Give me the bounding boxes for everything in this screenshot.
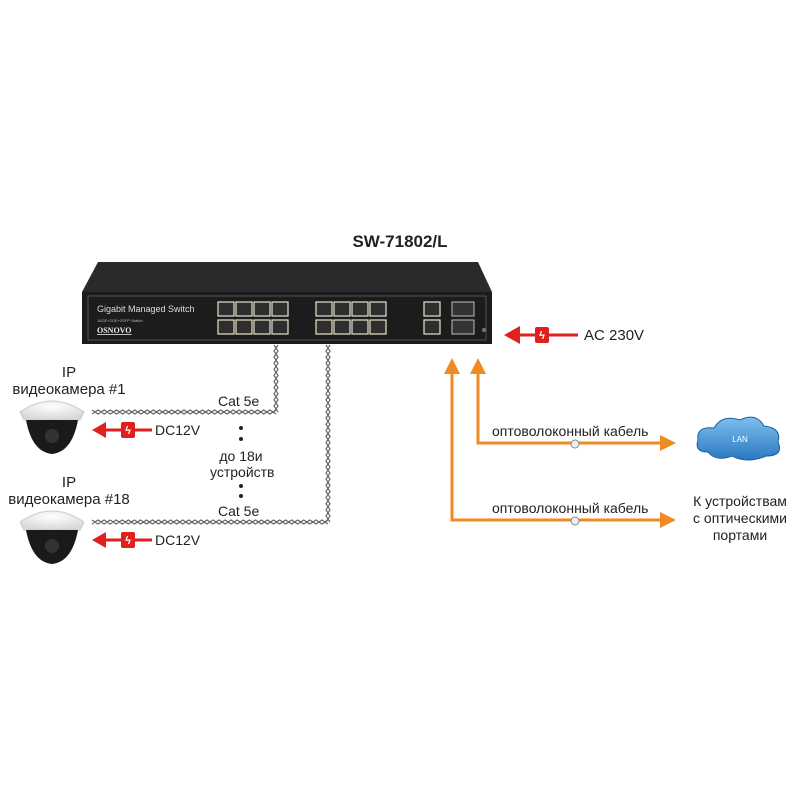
fiber-links <box>450 372 662 522</box>
rj45-port <box>253 301 271 317</box>
rj45-port <box>369 319 387 335</box>
ac-power-arrow: ϟ <box>504 326 578 344</box>
cable-label-18: Cat 5e <box>218 503 260 519</box>
rj45-port <box>315 319 333 335</box>
device-count-line1: до 18и <box>219 448 263 464</box>
power-label-18: DC12V <box>155 532 201 548</box>
rj45-port <box>235 319 253 335</box>
network-switch <box>82 262 492 344</box>
rj45-port <box>271 319 289 335</box>
rj45-port <box>423 319 441 335</box>
device-title: SW-71802/L <box>352 232 448 251</box>
device-count-note: до 18и устройств <box>210 448 275 480</box>
optical-devices-line3: портами <box>712 527 768 543</box>
dc-power-arrow-18: ϟ <box>92 532 152 548</box>
ip-camera-18 <box>19 510 85 564</box>
ellipsis-dots <box>239 426 243 498</box>
camera-18-label-line1: IP <box>61 474 77 491</box>
cable-label-1: Cat 5e <box>218 393 260 409</box>
rj45-port <box>423 301 441 317</box>
reset-button <box>482 328 486 332</box>
dc-power-arrow-1: ϟ <box>92 422 152 438</box>
ip-camera-1 <box>19 400 85 454</box>
power-label-1: DC12V <box>155 422 201 438</box>
brand-logo: OSNOVO <box>97 326 132 335</box>
camera-18-label: IP видеокамера #18 <box>4 474 134 508</box>
twisted-pair-cables <box>91 344 331 525</box>
fiber-connector-icons <box>570 439 580 526</box>
rj45-port <box>351 319 369 335</box>
device-count-line2: устройств <box>210 464 275 480</box>
rj45-port <box>217 301 235 317</box>
svg-text:ϟ: ϟ <box>125 425 131 437</box>
camera-1-label-line1: IP <box>61 364 77 381</box>
rj45-port <box>253 319 271 335</box>
lan-label: LAN <box>732 435 748 444</box>
rj45-port <box>217 319 235 335</box>
lan-cloud-icon <box>696 416 780 461</box>
rj45-port <box>333 301 351 317</box>
camera-18-label-line2: видеокамера #18 <box>8 491 130 508</box>
svg-text:ϟ: ϟ <box>125 535 131 547</box>
rj45-port <box>271 301 289 317</box>
switch-sublabel: 16GE+2GE+2SFP Switch <box>97 318 143 323</box>
rj45-port <box>235 301 253 317</box>
optical-devices-line2: с оптическими <box>693 510 787 526</box>
rj45-port <box>315 301 333 317</box>
fiber-cable-label-1: оптоволоконный кабель <box>492 423 649 439</box>
switch-label: Gigabit Managed Switch <box>97 304 195 314</box>
optical-devices-line1: К устройствам <box>693 493 787 509</box>
fiber-cable-label-2: оптоволоконный кабель <box>492 500 649 516</box>
camera-1-label: IP видеокамера #1 <box>4 364 134 398</box>
svg-text:ϟ: ϟ <box>539 330 545 342</box>
camera-1-label-line2: видеокамера #1 <box>12 381 126 398</box>
rj45-port <box>369 301 387 317</box>
sfp-ports <box>451 301 475 335</box>
optical-devices-label: К устройствам с оптическими портами <box>680 493 800 544</box>
rj45-port <box>351 301 369 317</box>
rj45-port <box>333 319 351 335</box>
ac-power-label: AC 230V <box>584 327 645 344</box>
